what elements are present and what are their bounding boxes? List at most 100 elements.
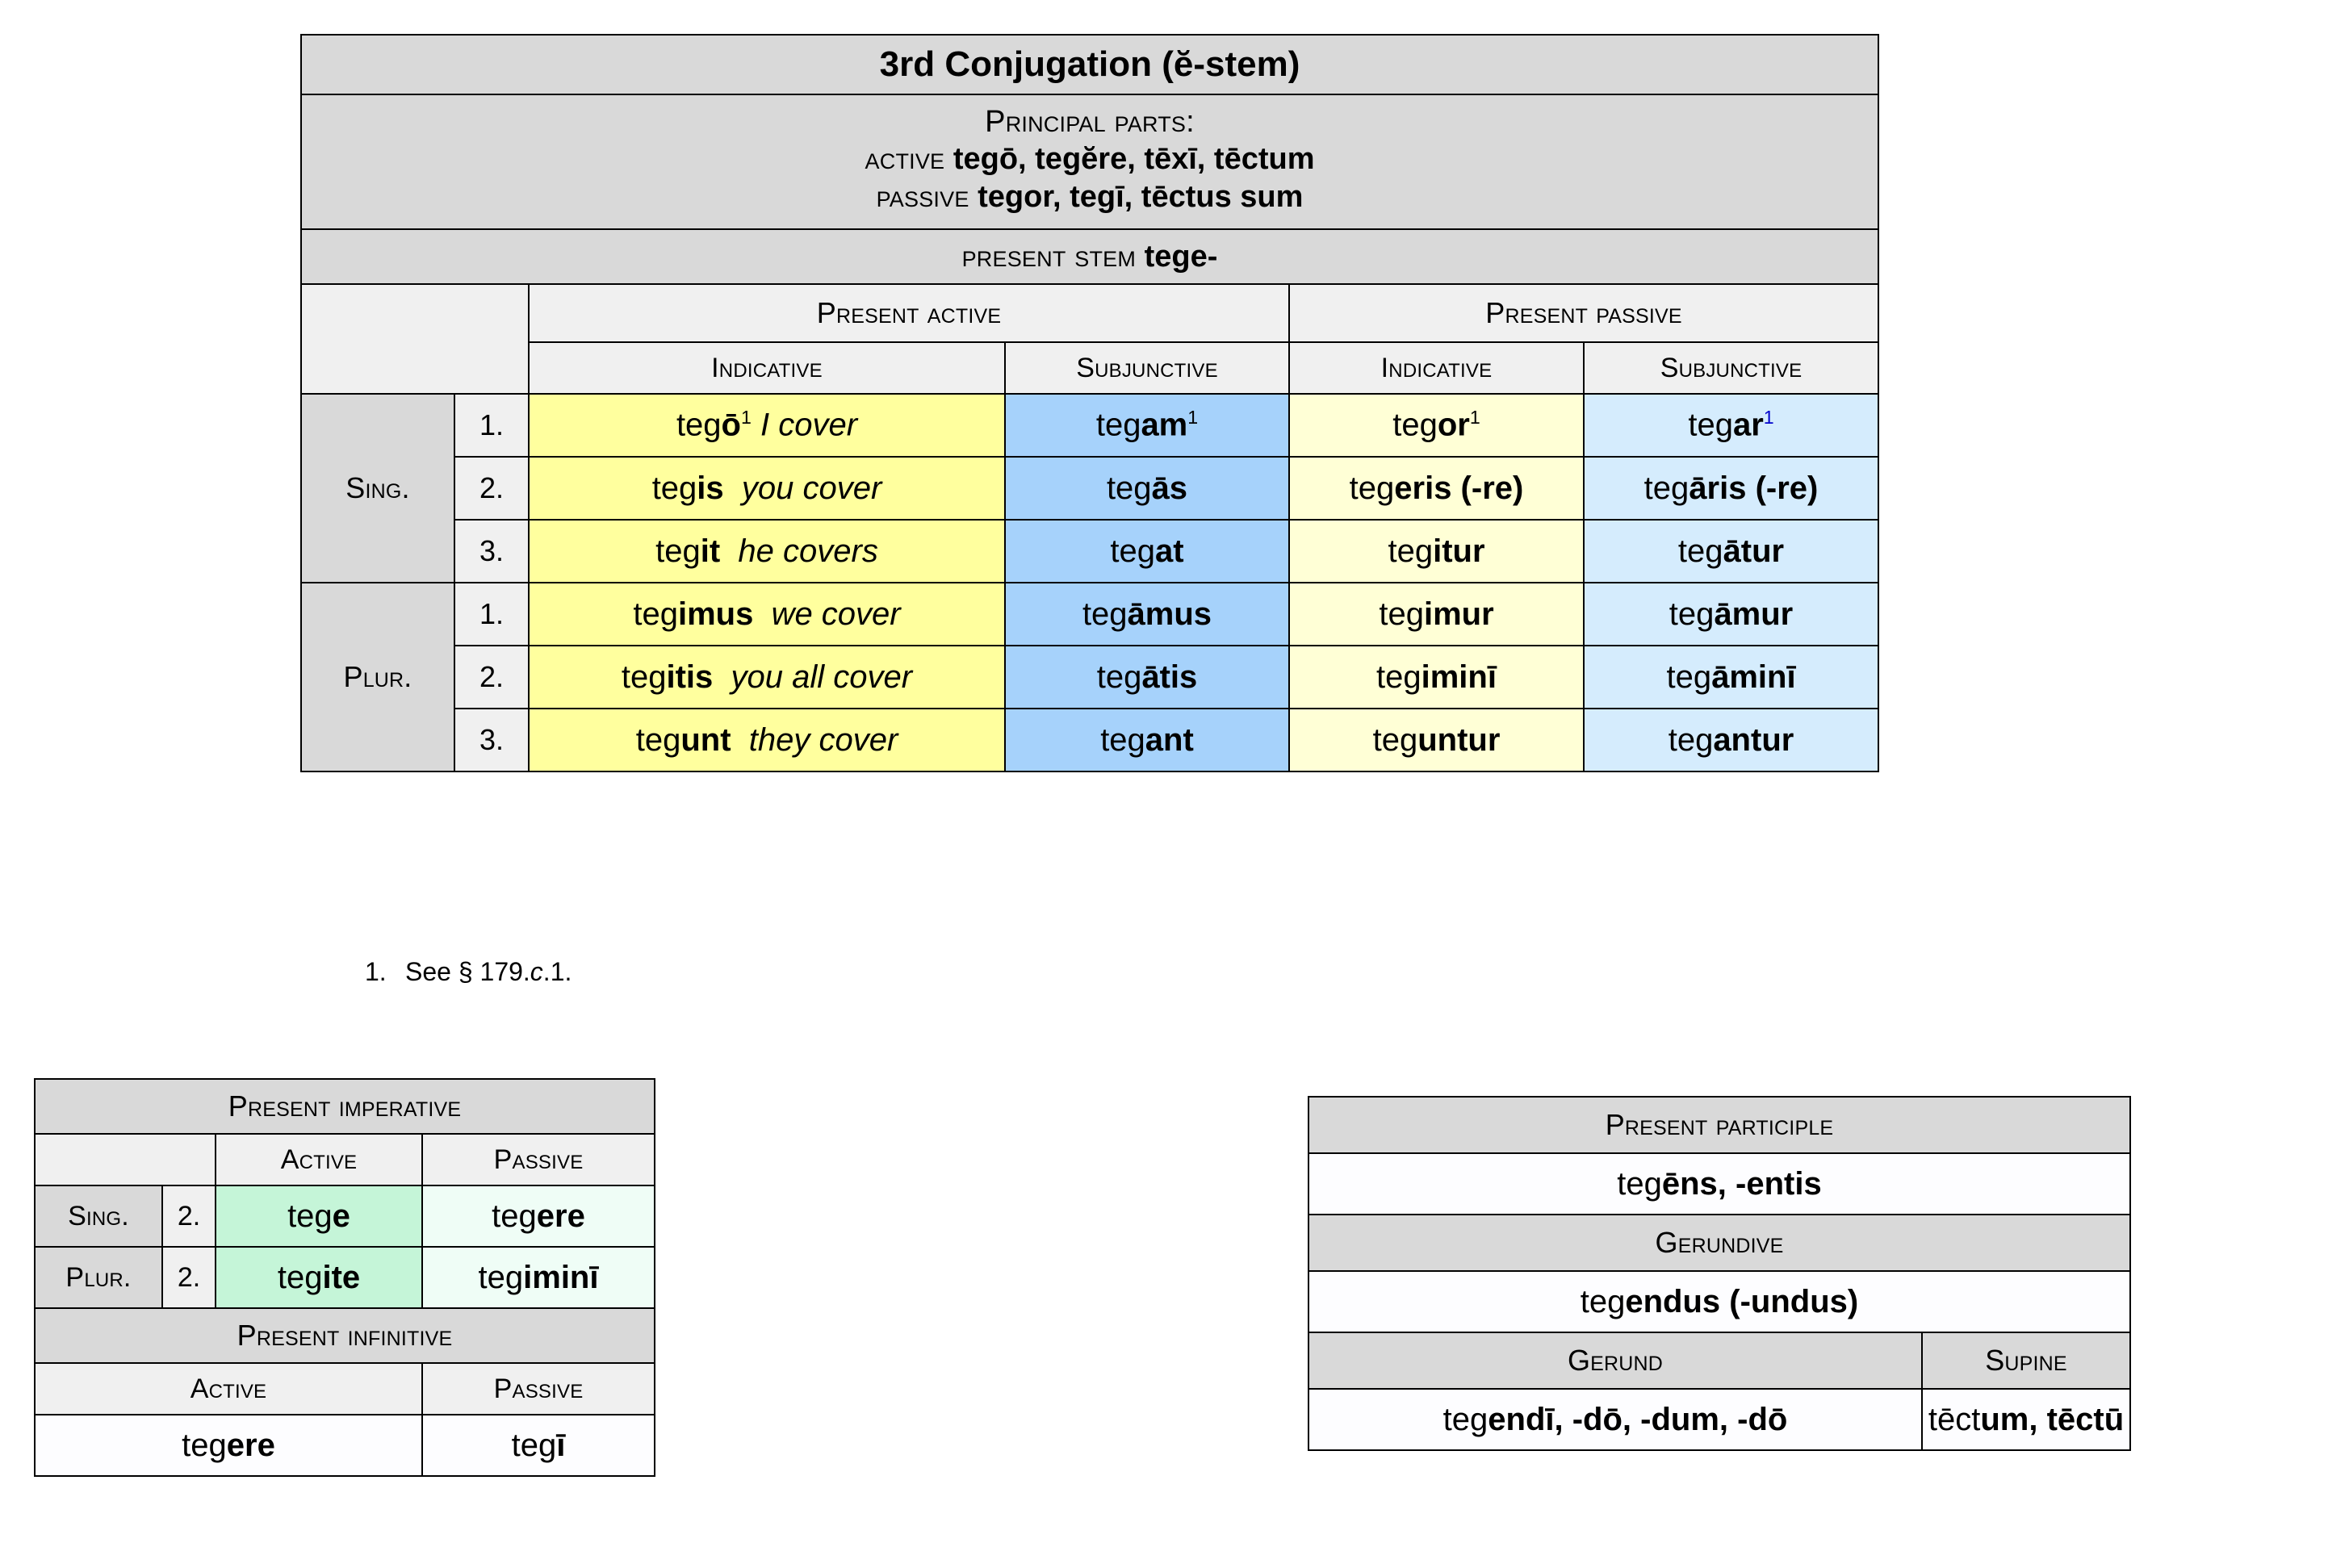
form-passive-subjunctive: tegāminī	[1582, 645, 1880, 710]
present-stem-row: Present Stem tege-	[299, 228, 1880, 286]
person-number: 3.	[454, 708, 530, 773]
infinitive-title-row: Present Infinitive	[33, 1307, 656, 1364]
voice-header-present-passive: Present Passive	[1288, 283, 1880, 344]
form-active-subjunctive: tegant	[1004, 708, 1290, 773]
gerundive-value-row: tegendus (-undus)	[1308, 1270, 2131, 1333]
form-passive-subjunctive: tegar1	[1582, 393, 1880, 458]
number-label-singular: Sing.	[300, 393, 455, 584]
infinitive-voice-header-row: Active Passive	[34, 1362, 656, 1415]
principal-parts-heading: Principal Parts:	[985, 105, 1195, 139]
present-stem-label: Present Stem	[961, 239, 1137, 274]
table-row: Plur. 2. tegite tegiminī	[34, 1246, 656, 1309]
mood-header-passive-subjunctive: Subjunctive	[1582, 341, 1880, 395]
active-principal-forms: tegō, tegĕre, tēxī, tēctum	[953, 142, 1315, 177]
table-title-row: 3rd Conjugation (ĕ-stem)	[299, 34, 1880, 95]
form-passive-subjunctive: tegantur	[1582, 708, 1880, 773]
gerund-title: Gerund	[1308, 1332, 1923, 1390]
gerund-supine-value-row: tegendī, -dō, -dum, -dō tēctum, tēctū	[1308, 1388, 2131, 1451]
imperative-number-label-plural: Plur.	[34, 1246, 163, 1309]
table-row: Sing. 2. tege tegere	[34, 1185, 656, 1248]
footnote-italic-part: c	[530, 957, 543, 986]
table-row: 3. tegunt they cover tegant teguntur teg…	[301, 708, 1880, 773]
person-number: 2.	[454, 456, 530, 521]
form-imperative-passive: tegere	[421, 1185, 656, 1248]
gerund-supine-header-row: Gerund Supine	[1308, 1332, 2131, 1390]
form-infinitive-passive: tegī	[421, 1414, 656, 1477]
corner-cell	[300, 283, 530, 395]
form-active-subjunctive: tegam1	[1004, 393, 1290, 458]
imperative-header-active: Active	[215, 1133, 423, 1186]
form-active-indicative: tegimus we cover	[528, 582, 1006, 647]
footnote-text-after: .1.	[542, 957, 572, 986]
participle-gerund-table-container: Present Participle tegēns, -entis Gerund…	[1308, 1096, 2131, 1451]
mood-header-passive-indicative: Indicative	[1288, 341, 1585, 395]
form-passive-subjunctive: tegātur	[1582, 519, 1880, 584]
imperative-voice-header-row: Active Passive	[34, 1133, 656, 1186]
table-row: 3. tegit he covers tegat tegitur tegātur	[301, 519, 1880, 584]
voice-header-row: Present Active Present Passive	[300, 283, 1880, 395]
form-active-subjunctive: tegātis	[1004, 645, 1290, 710]
table-title: 3rd Conjugation (ĕ-stem)	[299, 34, 1880, 95]
imperative-title-row: Present Imperative	[33, 1078, 656, 1135]
form-passive-indicative: teguntur	[1288, 708, 1585, 773]
imperative-person: 2.	[161, 1246, 216, 1309]
imperative-title: Present Imperative	[33, 1078, 656, 1135]
voice-header-present-active: Present Active	[528, 283, 1290, 344]
form-passive-indicative: tegimur	[1288, 582, 1585, 647]
person-number: 2.	[454, 645, 530, 710]
participle-value-row: tegēns, -entis	[1308, 1152, 2131, 1215]
footnote-number: 1.	[365, 957, 387, 986]
main-conjugation-table: 3rd Conjugation (ĕ-stem) Principal Parts…	[299, 34, 1880, 773]
form-passive-indicative: tegeris (-re)	[1288, 456, 1585, 521]
main-conjugation-table-container: 3rd Conjugation (ĕ-stem) Principal Parts…	[299, 34, 1880, 773]
form-imperative-active: tege	[215, 1185, 423, 1248]
table-row: Plur. 1. tegimus we cover tegāmus tegimu…	[300, 582, 1880, 773]
participle-gerund-table: Present Participle tegēns, -entis Gerund…	[1308, 1096, 2131, 1451]
passive-label: Passive	[876, 179, 969, 214]
principal-parts-cell: Principal Parts: Active tegō, tegĕre, tē…	[299, 93, 1880, 231]
person-number: 1.	[454, 582, 530, 647]
form-active-subjunctive: tegās	[1004, 456, 1290, 521]
number-label-plural: Plur.	[300, 582, 455, 773]
person-number: 3.	[454, 519, 530, 584]
form-imperative-passive: tegiminī	[421, 1246, 656, 1309]
form-passive-indicative: tegor1	[1288, 393, 1585, 458]
present-stem-value: tege-	[1144, 239, 1218, 274]
imperative-corner-cell	[34, 1133, 216, 1186]
table-row: 2. tegis you cover tegās tegeris (-re) t…	[301, 456, 1880, 521]
form-passive-indicative: tegiminī	[1288, 645, 1585, 710]
form-gerundive: tegendus (-undus)	[1308, 1270, 2131, 1333]
gerundive-title: Gerundive	[1308, 1214, 2131, 1272]
form-active-indicative: tegitis you all cover	[528, 645, 1006, 710]
principal-parts-active-line: Active tegō, tegĕre, tēxī, tēctum	[302, 140, 1878, 178]
present-stem-cell: Present Stem tege-	[299, 228, 1880, 286]
table-row: Sing. 1. tegō1 I cover tegam1 tegor1 teg…	[300, 393, 1880, 584]
imperative-header-passive: Passive	[421, 1133, 656, 1186]
imperative-infinitive-table: Present Imperative Active Passive Sing. …	[33, 1078, 656, 1477]
infinitive-forms-row: tegere tegī	[34, 1414, 656, 1477]
infinitive-header-passive: Passive	[421, 1362, 656, 1415]
form-imperative-active: tegite	[215, 1246, 423, 1309]
infinitive-title: Present Infinitive	[33, 1307, 656, 1364]
active-label: Active	[865, 142, 945, 177]
form-infinitive-active: tegere	[34, 1414, 423, 1477]
imperative-infinitive-table-container: Present Imperative Active Passive Sing. …	[33, 1078, 656, 1477]
mood-header-active-indicative: Indicative	[528, 341, 1006, 395]
form-active-indicative: tegō1 I cover	[528, 393, 1006, 458]
form-active-indicative: tegis you cover	[528, 456, 1006, 521]
form-passive-subjunctive: tegāmur	[1582, 582, 1880, 647]
imperative-person: 2.	[161, 1185, 216, 1248]
participle-title-row: Present Participle	[1308, 1096, 2131, 1154]
form-supine: tēctum, tēctū	[1921, 1388, 2131, 1451]
table-row: 2. tegitis you all cover tegātis tegimin…	[301, 645, 1880, 710]
mood-header-row: Indicative Subjunctive Indicative Subjun…	[301, 341, 1880, 395]
form-active-subjunctive: tegat	[1004, 519, 1290, 584]
footnote: 1.See § 179.c.1.	[365, 957, 572, 987]
form-active-indicative: tegunt they cover	[528, 708, 1006, 773]
mood-header-active-subjunctive: Subjunctive	[1004, 341, 1290, 395]
form-present-participle: tegēns, -entis	[1308, 1152, 2131, 1215]
participle-title: Present Participle	[1308, 1096, 2131, 1154]
supine-title: Supine	[1921, 1332, 2131, 1390]
principal-parts-passive-line: Passive tegor, tegī, tēctus sum	[302, 178, 1878, 215]
principal-parts-row: Principal Parts: Active tegō, tegĕre, tē…	[299, 93, 1880, 231]
